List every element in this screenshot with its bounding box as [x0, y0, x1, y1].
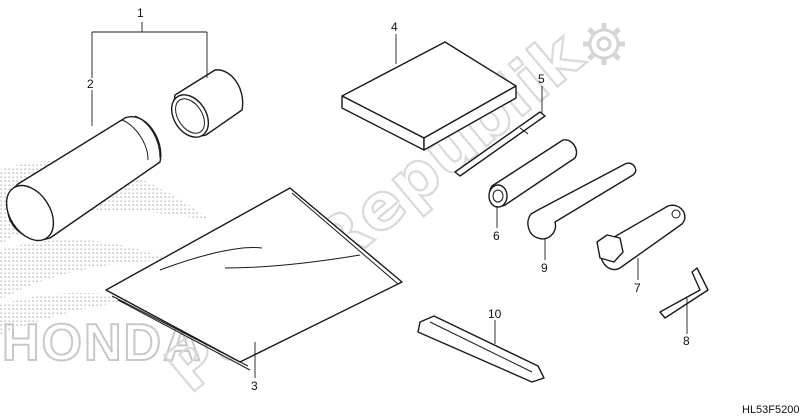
part-7-plug-wrench — [596, 204, 686, 271]
callout-8: 8 — [683, 334, 690, 348]
callout-4: 4 — [391, 20, 398, 34]
callout-2: 2 — [87, 77, 94, 91]
part-3-plastic-bag — [105, 187, 403, 371]
part-9-pin-spanner — [527, 162, 637, 240]
part-6-screwdriver-handle — [488, 139, 578, 208]
gear-icon — [583, 23, 625, 65]
callout-10: 10 — [488, 307, 502, 321]
part-8-hex-key — [659, 267, 709, 319]
callout-3: 3 — [251, 379, 258, 393]
part-2-tool-bag-cap — [170, 69, 244, 138]
part-10-rubber-band — [417, 315, 545, 383]
callout-7: 7 — [634, 281, 641, 295]
part-4-manual — [341, 41, 517, 151]
callout-6: 6 — [493, 229, 500, 243]
callout-1: 1 — [137, 6, 144, 20]
callout-5: 5 — [538, 72, 545, 86]
part-2-tool-bag-body — [5, 115, 162, 242]
callout-9: 9 — [541, 261, 548, 275]
leader-lines — [91, 22, 688, 378]
diagram-code: HL53F5200 — [742, 404, 800, 416]
part-5-screwdriver-tip — [454, 111, 546, 177]
callout-labels: 1 2 3 4 5 6 7 8 9 10 — [87, 6, 690, 393]
